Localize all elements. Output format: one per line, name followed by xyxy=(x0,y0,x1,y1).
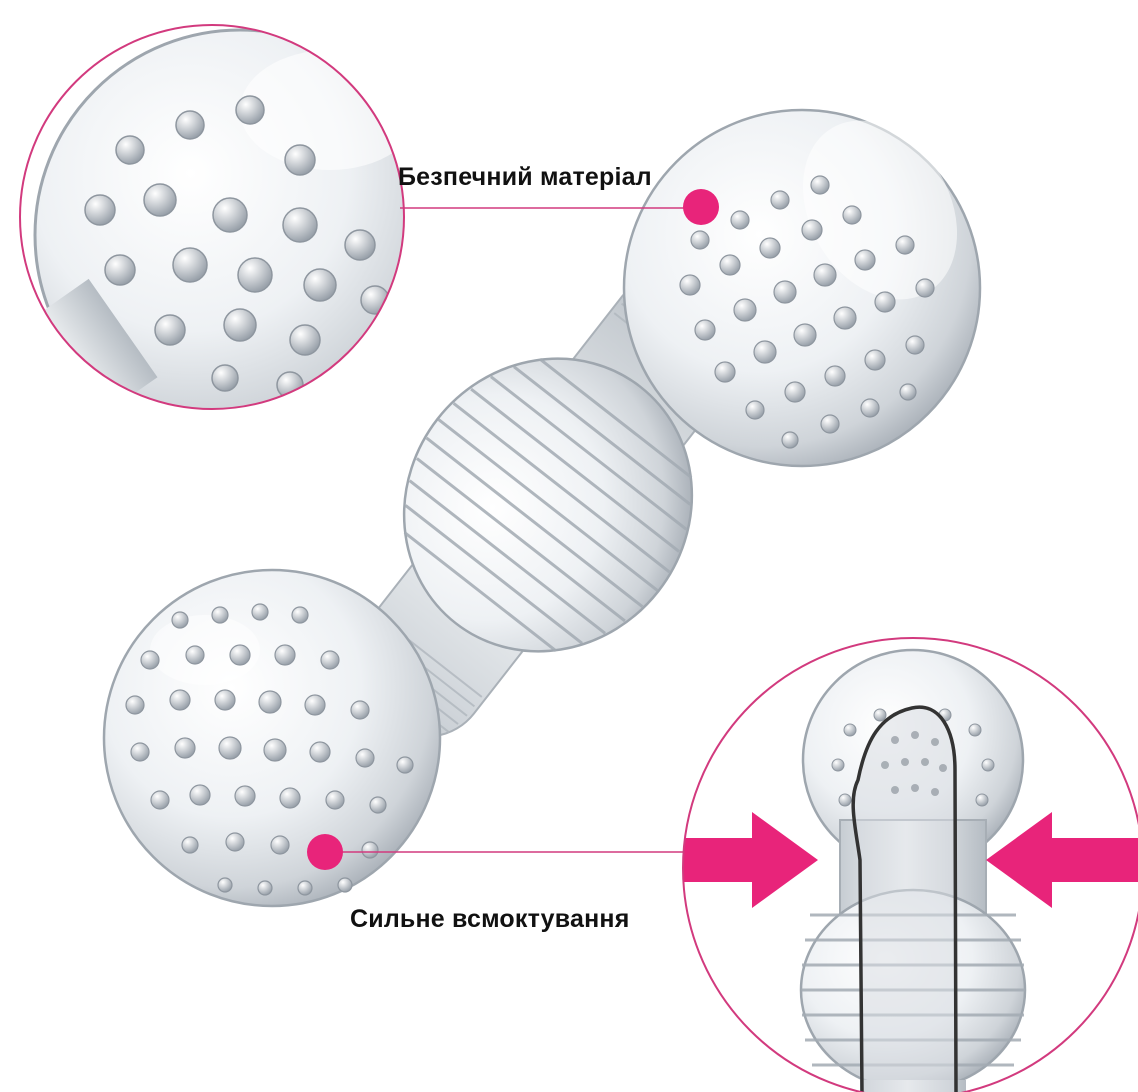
product-body xyxy=(102,108,982,908)
callout-dot-icon xyxy=(683,189,719,225)
zoom-circle-suction xyxy=(682,637,1138,1092)
callout-label-material: Безпечний матеріал xyxy=(398,163,652,191)
callout-dot-icon xyxy=(307,834,343,870)
zoom-circle-material xyxy=(19,24,405,410)
arrow-right-icon xyxy=(684,812,818,908)
dimple-pattern-bottom xyxy=(125,603,414,896)
callout-material xyxy=(400,189,719,225)
dimple-pattern-top xyxy=(679,175,935,449)
callout-label-suction: Сильне всмоктування xyxy=(350,905,630,933)
callout-suction xyxy=(307,834,684,870)
arrow-left-icon xyxy=(986,812,1138,908)
